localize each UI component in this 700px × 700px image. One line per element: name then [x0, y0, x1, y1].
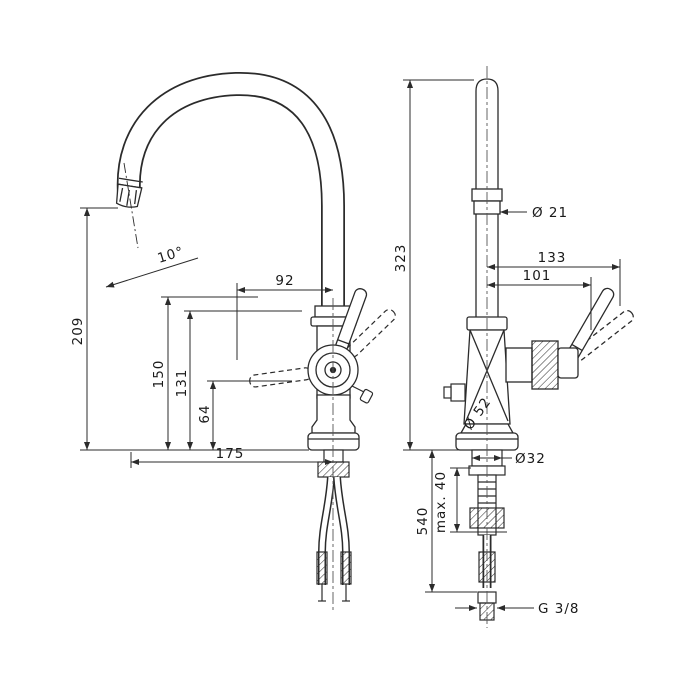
left-faucet-view — [115, 71, 396, 612]
dim-92: 92 — [236, 273, 333, 360]
spout — [115, 71, 345, 312]
dim-max40: max. 40 — [433, 467, 507, 533]
dim-thread-g38: G 3/8 — [455, 601, 579, 617]
dim-133: 133 — [487, 250, 621, 306]
dim-d32-label: Ø32 — [515, 451, 546, 467]
angle-label: 10° — [156, 244, 186, 267]
side-knob-right — [443, 383, 466, 402]
dim-101: 101 — [487, 268, 592, 330]
dim-64: 64 — [197, 380, 292, 450]
side-knob — [351, 385, 374, 404]
handle-assembly — [505, 287, 634, 390]
dim-92-label: 92 — [275, 273, 294, 289]
dim-64-label: 64 — [197, 404, 213, 423]
dim-131: 131 — [174, 310, 302, 450]
dim-131-label: 131 — [174, 369, 190, 398]
dim-133-label: 133 — [538, 250, 567, 266]
dim-175-label: 175 — [216, 446, 245, 462]
dim-150-label: 150 — [151, 360, 167, 389]
right-base — [455, 423, 519, 451]
dim-diameter-32: Ø32 — [472, 451, 546, 467]
right-faucet-view — [443, 66, 634, 628]
dim-diameter-21: Ø 21 — [500, 205, 568, 221]
dim-209: 209 — [70, 207, 118, 450]
dim-540: 540 — [415, 450, 477, 593]
aerator-tip-icon — [115, 177, 143, 208]
dim-150: 150 — [151, 296, 258, 450]
dim-540-label: 540 — [415, 507, 431, 536]
dim-angle-10deg: 10° — [105, 162, 199, 288]
dim-323-label: 323 — [393, 244, 409, 273]
dim-101-label: 101 — [523, 268, 552, 284]
handle-dashed-position — [569, 309, 634, 364]
under-counter-left — [316, 449, 352, 602]
dim-175: 175 — [130, 446, 333, 468]
left-dimensions: 209 10° 92 150 131 64 — [70, 162, 333, 468]
dim-d21-label: Ø 21 — [532, 205, 568, 221]
thread-label: G 3/8 — [538, 601, 579, 617]
dim-209-label: 209 — [70, 317, 86, 346]
dim-max40-label: max. 40 — [433, 471, 449, 533]
base — [307, 394, 360, 451]
